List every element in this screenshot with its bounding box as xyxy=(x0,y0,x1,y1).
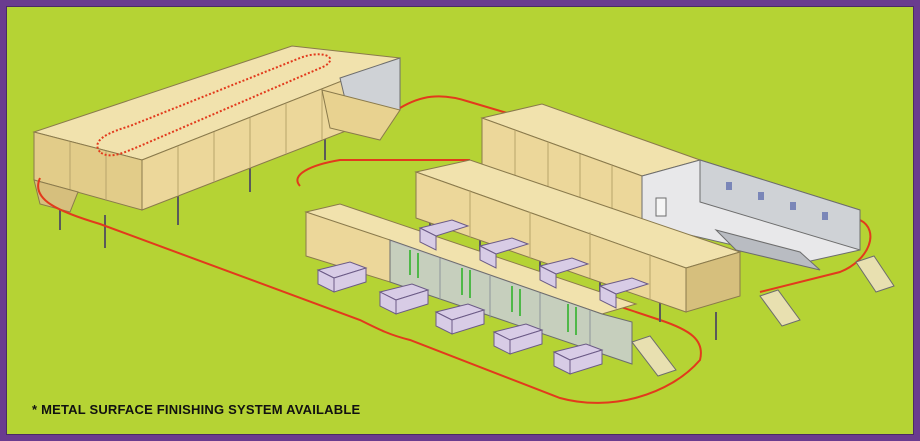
system-caption: * METAL SURFACE FINISHING SYSTEM AVAILAB… xyxy=(32,402,360,417)
